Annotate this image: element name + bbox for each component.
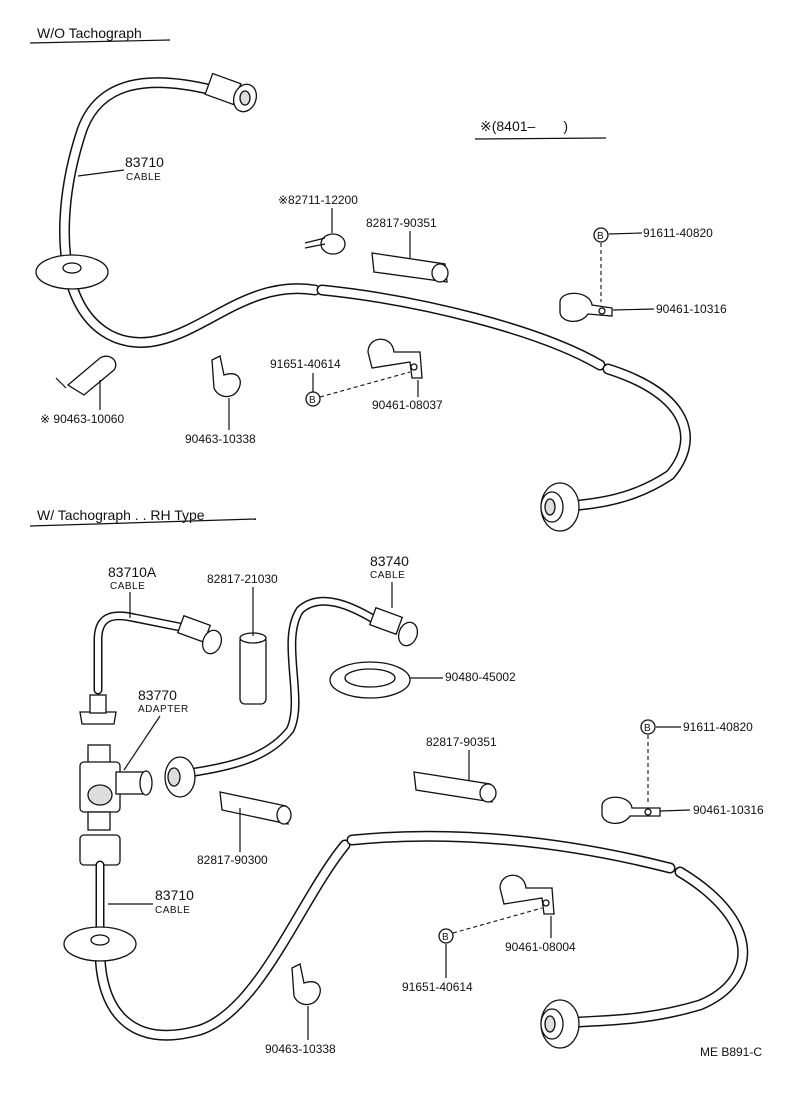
speedometer-cable-83710a [93, 611, 223, 695]
meter-connector-top [540, 482, 580, 532]
grommet-bottom [63, 926, 137, 962]
cable-label-bottom: CABLE [155, 905, 190, 916]
svg-text:B: B [644, 723, 651, 734]
part-90461-10316-bottom: 90461-10316 [693, 803, 764, 817]
bolt-icon-top-right: B [593, 227, 609, 243]
part-90461-08037: 90461-08037 [372, 398, 443, 412]
clamp-90461-08037-icon [367, 338, 423, 379]
cable-label-83740: CABLE [370, 570, 405, 581]
cable-connector-top [204, 72, 258, 113]
bottom-heading-underline [29, 518, 257, 527]
protector-82817-90351-icon [371, 252, 449, 283]
clamp-82711-icon [304, 233, 346, 255]
clamp-90461-10316-icon [559, 292, 613, 322]
part-82817-90351-top: 82817-90351 [366, 216, 437, 230]
grommet-90480-45002-icon [329, 661, 411, 699]
part-91611-40820-bottom: 91611-40820 [683, 720, 753, 734]
speedometer-cable-bottom [79, 830, 749, 1041]
part-90463-10060: ※ 90463-10060 [40, 412, 124, 426]
top-section: W/O Tachograph ※(8401– ) [29, 25, 727, 532]
part-82817-90351-bottom: 82817-90351 [426, 735, 497, 749]
top-heading-underline [29, 39, 171, 44]
adapter-83770-icon [79, 694, 153, 831]
protector-82817-90351-icon-bottom [413, 771, 497, 803]
clip-90463-10338-icon-top [211, 355, 241, 398]
svg-text:B: B [309, 395, 316, 406]
part-91651-40614-bottom: 91651-40614 [402, 980, 473, 994]
cable-number-83740: 83740 [370, 553, 409, 569]
speedometer-cable-83740 [164, 596, 419, 798]
serial-note: ※(8401– ) [480, 118, 568, 134]
grommet-top [35, 254, 109, 290]
part-90461-08004: 90461-08004 [505, 940, 576, 954]
bolt-icon-bottom-right: B [640, 719, 656, 735]
adapter-label: ADAPTER [138, 704, 189, 715]
speedometer-cable-top [59, 77, 691, 511]
adapter-number-83770: 83770 [138, 687, 177, 703]
clip-90463-10338-icon-bottom [291, 963, 321, 1006]
cable-number-83710a: 83710A [108, 564, 157, 580]
part-90480-45002: 90480-45002 [445, 670, 516, 684]
svg-text:B: B [597, 231, 604, 242]
bolt-icon-bottom-middle: B [438, 928, 454, 944]
part-90463-10338-bottom: 90463-10338 [265, 1042, 336, 1056]
cable-label-top: CABLE [126, 172, 161, 183]
meter-connector-bottom [540, 999, 580, 1049]
part-82817-90300: 82817-90300 [197, 853, 268, 867]
clamp-90461-08004-icon [499, 874, 555, 915]
part-91651-40614-top: 91651-40614 [270, 357, 341, 371]
part-82817-21030: 82817-21030 [207, 572, 278, 586]
serial-note-underline [474, 137, 607, 140]
bolt-icon-top-middle: B [305, 391, 321, 407]
svg-text:B: B [442, 932, 449, 943]
top-section-heading: W/O Tachograph [37, 25, 142, 41]
cable-number-bottom: 83710 [155, 887, 194, 903]
clip-90463-10060-icon [55, 355, 117, 396]
part-90463-10338-top: 90463-10338 [185, 432, 256, 446]
bottom-section: W/ Tachograph . . RH Type 83710A CABLE 8… [29, 507, 764, 1059]
sleeve-82817-21030-icon [239, 632, 267, 705]
cable-number-top: 83710 [125, 154, 164, 170]
cable-label-83710a: CABLE [110, 581, 145, 592]
part-90461-10316-top: 90461-10316 [656, 302, 727, 316]
part-91611-40820-top: 91611-40820 [643, 226, 713, 240]
clamp-90461-10316-icon-bottom [601, 796, 661, 824]
bottom-section-heading: W/ Tachograph . . RH Type [37, 507, 205, 523]
diagram-reference-code: ME B891-C [700, 1045, 762, 1059]
protector-82817-90300-icon [219, 791, 292, 825]
part-82711-12200: ※82711-12200 [278, 193, 358, 207]
